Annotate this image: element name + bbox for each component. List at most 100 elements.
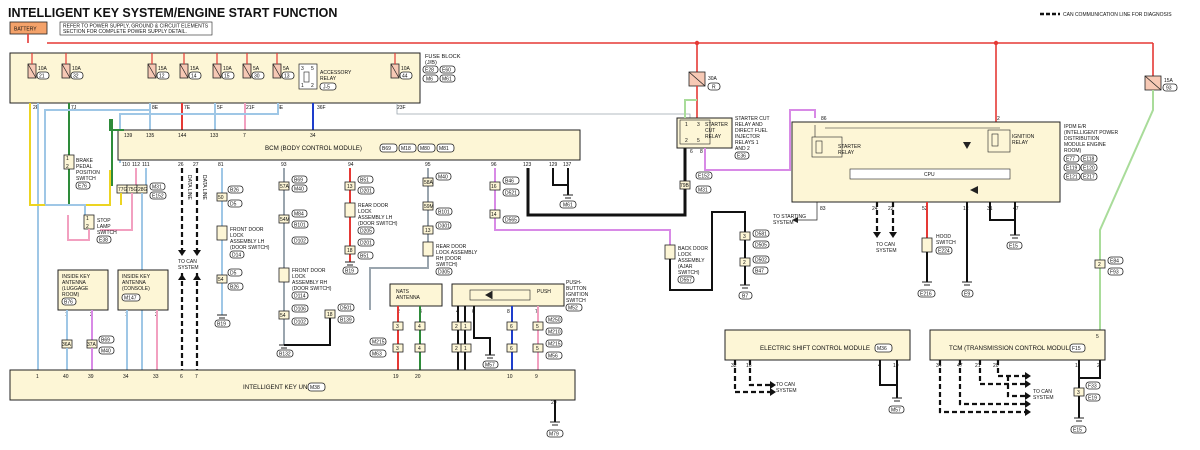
svg-text:R: R [712, 85, 716, 91]
svg-text:M31: M31 [152, 185, 162, 191]
svg-text:D5: D5 [230, 202, 237, 208]
svg-text:ANTENNA: ANTENNA [396, 295, 421, 301]
svg-text:TO STARTING: TO STARTING [773, 214, 806, 220]
svg-text:135: 135 [146, 133, 155, 139]
svg-text:TO CAN: TO CAN [1033, 389, 1052, 395]
svg-text:SWITCH): SWITCH) [436, 262, 458, 268]
svg-text:INTELLIGENT KEY UNIT: INTELLIGENT KEY UNIT [243, 384, 313, 391]
svg-text:75G: 75G [128, 187, 138, 193]
svg-text:133: 133 [210, 133, 219, 139]
svg-text:18: 18 [327, 312, 333, 318]
svg-text:36F: 36F [317, 105, 326, 111]
svg-text:47: 47 [957, 363, 963, 369]
svg-text:77G: 77G [118, 187, 128, 193]
svg-text:M57: M57 [891, 408, 901, 414]
svg-text:D557: D557 [680, 278, 692, 284]
fuse-rating: 10A [401, 66, 411, 72]
svg-text:58A: 58A [424, 180, 434, 186]
power-supply-note: REFER TO POWER SUPPLY, GROUND & CIRCUIT … [59, 21, 213, 36]
svg-text:39: 39 [88, 374, 94, 380]
svg-text:INSIDE KEY: INSIDE KEY [122, 274, 151, 280]
svg-text:STARTER CUT: STARTER CUT [735, 116, 770, 122]
svg-text:D5: D5 [230, 271, 237, 277]
svg-text:5: 5 [536, 346, 539, 352]
fuse-rating: 5A [253, 66, 260, 72]
svg-text:REFER TO POWER SUPPLY, GROUND: REFER TO POWER SUPPLY, GROUND & CIRCUIT … [63, 24, 209, 30]
svg-text:M250: M250 [548, 318, 561, 324]
svg-text:DATA LINE: DATA LINE [186, 175, 192, 200]
ipdm-er: IPDM E/R (INTELLIGENT POWER DISTRIBUTION… [791, 116, 1118, 212]
svg-text:22: 22 [888, 206, 894, 212]
svg-text:E77: E77 [1066, 157, 1075, 163]
svg-text:M81: M81 [439, 146, 449, 152]
svg-text:93: 93 [1166, 86, 1172, 92]
svg-text:27: 27 [193, 162, 199, 168]
svg-text:7: 7 [535, 309, 538, 315]
svg-text:M80: M80 [420, 146, 430, 152]
svg-text:STOP: STOP [97, 218, 111, 224]
svg-text:D201: D201 [360, 189, 372, 195]
svg-text:LOCK: LOCK [230, 233, 244, 239]
svg-text:TO CAN: TO CAN [876, 242, 895, 248]
svg-text:D581: D581 [755, 232, 767, 238]
svg-text:B139: B139 [340, 318, 352, 324]
svg-text:54M: 54M [280, 217, 290, 223]
svg-text:M79: M79 [549, 432, 559, 438]
svg-text:E19: E19 [1088, 396, 1097, 402]
svg-text:RELAY: RELAY [838, 150, 855, 156]
fuse-block: FUSE BLOCK (J/B) E28 E60 M6 M61 10A2110A… [9, 52, 461, 111]
svg-text:96: 96 [491, 162, 497, 168]
svg-text:D502: D502 [755, 258, 767, 264]
svg-text:10: 10 [507, 374, 513, 380]
svg-text:D305: D305 [438, 270, 450, 276]
fuse-rating: 10A [38, 66, 48, 72]
svg-text:BRAKE: BRAKE [76, 158, 94, 164]
svg-text:59M: 59M [424, 204, 434, 210]
svg-text:19: 19 [893, 363, 899, 369]
svg-text:2: 2 [455, 346, 458, 352]
svg-text:M215: M215 [548, 342, 561, 348]
svg-text:8: 8 [700, 149, 703, 155]
svg-text:B7: B7 [742, 294, 748, 300]
svg-text:50: 50 [218, 195, 224, 201]
svg-text:(DOOR SWITCH): (DOOR SWITCH) [358, 221, 398, 227]
fuse-number: 30 [254, 74, 260, 80]
svg-text:B69: B69 [101, 338, 110, 344]
svg-text:E152: E152 [698, 174, 710, 180]
svg-text:POSITION: POSITION [76, 170, 100, 176]
svg-text:B19: B19 [345, 269, 354, 275]
svg-text:1: 1 [464, 346, 467, 352]
svg-text:SWITCH: SWITCH [76, 176, 96, 182]
svg-text:36A: 36A [62, 342, 72, 348]
svg-text:34: 34 [310, 133, 316, 139]
svg-text:3: 3 [301, 66, 304, 72]
svg-text:8: 8 [507, 309, 510, 315]
svg-text:ANTENNA: ANTENNA [122, 280, 147, 286]
svg-text:INSIDE KEY: INSIDE KEY [62, 274, 91, 280]
svg-text:M52: M52 [568, 306, 578, 312]
svg-text:LOCK: LOCK [292, 274, 306, 280]
svg-text:SYSTEM: SYSTEM [178, 265, 199, 271]
svg-text:SYSTEM: SYSTEM [876, 248, 897, 254]
svg-text:B101: B101 [294, 223, 306, 229]
svg-text:7J: 7J [71, 105, 77, 111]
svg-text:M84: M84 [294, 212, 304, 218]
svg-text:M215: M215 [372, 340, 385, 346]
svg-text:1: 1 [66, 156, 69, 162]
svg-text:ASSEMBLY: ASSEMBLY [678, 258, 705, 264]
fuse-number: 13 [284, 74, 290, 80]
svg-text:16: 16 [746, 363, 752, 369]
svg-text:D505: D505 [755, 243, 767, 249]
svg-text:BCM (BODY CONTROL MODULE): BCM (BODY CONTROL MODULE) [265, 145, 362, 152]
svg-text:8E: 8E [152, 105, 159, 111]
fuse-block-connectors: E28 E60 M6 M61 [422, 65, 456, 83]
svg-text:CPU: CPU [924, 172, 935, 178]
svg-text:34: 34 [936, 363, 942, 369]
svg-text:SWITCH: SWITCH [936, 240, 956, 246]
svg-text:37A: 37A [87, 342, 97, 348]
svg-text:E15: E15 [1073, 428, 1082, 434]
svg-text:REAR DOOR: REAR DOOR [436, 244, 467, 250]
svg-text:STARTER: STARTER [838, 144, 861, 150]
